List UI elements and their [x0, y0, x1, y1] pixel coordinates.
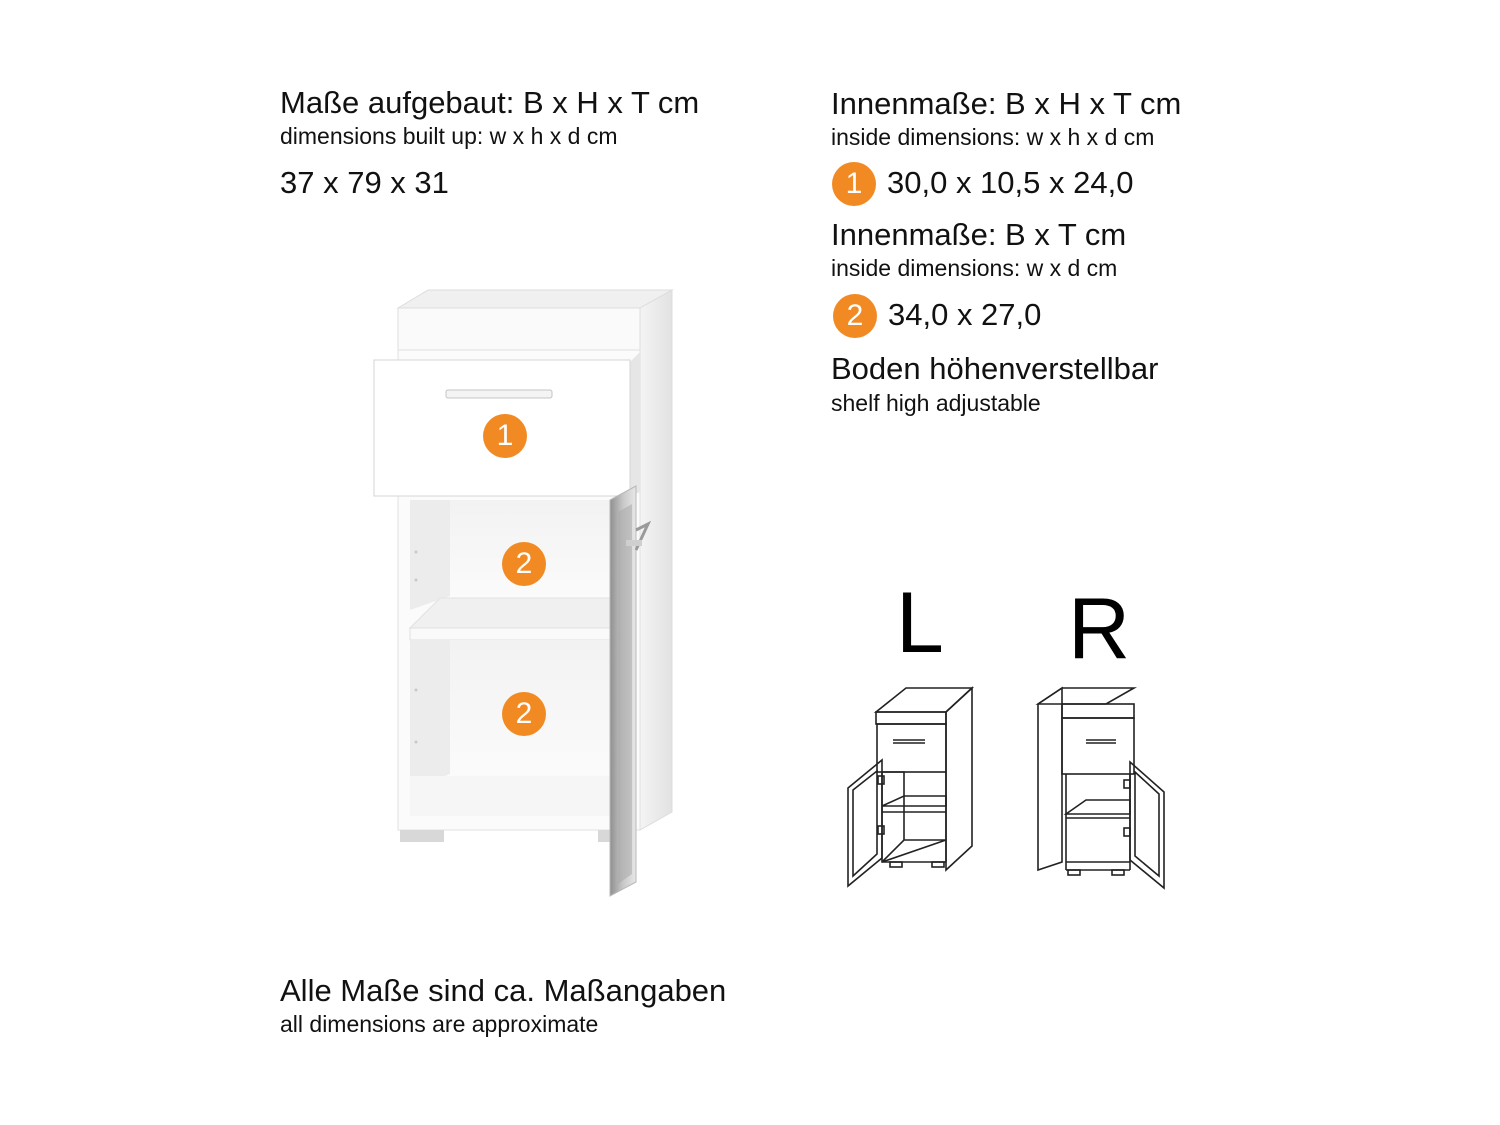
marker-1-badge: 1 — [832, 162, 876, 206]
dimensions-heading-de: Maße aufgebaut: B x H x T cm — [280, 85, 700, 120]
marker-2-badge: 2 — [833, 294, 877, 338]
right-variant-label: R — [1068, 581, 1131, 677]
upper-compartment-marker: 2 — [502, 542, 546, 586]
inside-dimensions-heading-en: inside dimensions: w x h x d cm — [831, 124, 1155, 150]
drawer-side — [630, 352, 640, 496]
lower-compartment-marker: 2 — [502, 692, 546, 736]
drawer-inside-dimensions-value: 30,0 x 10,5 x 24,0 — [887, 165, 1134, 200]
outer-dimensions-value: 37 x 79 x 31 — [280, 165, 449, 200]
compartment-inside-dimensions-value: 34,0 x 27,0 — [888, 297, 1042, 332]
drawer-marker: 1 — [483, 414, 527, 458]
dimensions-heading-en: dimensions built up: w x h x d cm — [280, 123, 618, 149]
drawer-handle — [445, 389, 553, 399]
approximate-note-en: all dimensions are approximate — [280, 1011, 599, 1037]
cabinet-top-band — [397, 307, 641, 351]
inside-dimensions-wd-heading-en: inside dimensions: w x d cm — [831, 255, 1118, 281]
left-variant-label: L — [896, 575, 944, 671]
shelf-adjustable-en: shelf high adjustable — [831, 390, 1041, 416]
cabinet-foot-left — [400, 830, 444, 842]
inside-dimensions-wd-heading-de: Innenmaße: B x T cm — [831, 217, 1127, 252]
inside-dimensions-heading-de: Innenmaße: B x H x T cm — [831, 86, 1182, 121]
shelf-adjustable-de: Boden höhenverstellbar — [831, 351, 1159, 386]
approximate-note-de: Alle Maße sind ca. Maßangaben — [280, 973, 727, 1008]
